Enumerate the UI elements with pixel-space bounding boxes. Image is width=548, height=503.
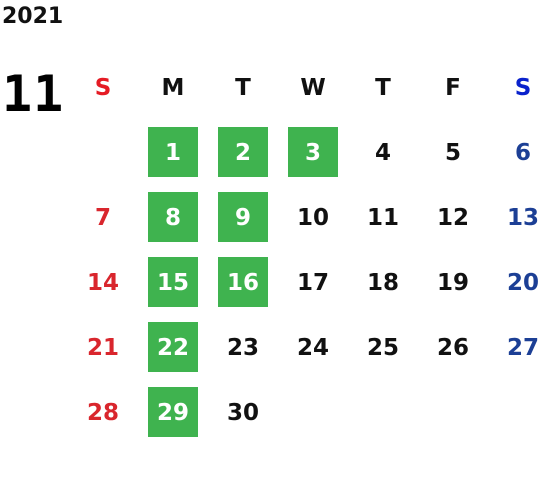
day-cell: 3 xyxy=(278,120,348,185)
calendar-grid: S M T W T F S 1 2 3 4 5 6 7 8 9 10 11 12… xyxy=(68,55,548,445)
day-cell xyxy=(348,380,418,445)
calendar-month: 11 xyxy=(2,65,65,123)
day-cell: 29 xyxy=(138,380,208,445)
day-cell: 4 xyxy=(374,139,391,166)
day-cell: 17 xyxy=(296,269,329,296)
weekday-header-thu: T xyxy=(375,74,391,101)
weekday-header-wed: W xyxy=(300,74,326,101)
day-cell xyxy=(68,120,138,185)
day-cell: 2 xyxy=(208,120,278,185)
day-cell: 23 xyxy=(226,334,259,361)
day-cell: 24 xyxy=(296,334,329,361)
day-cell: 22 xyxy=(138,315,208,380)
day-cell: 10 xyxy=(296,204,329,231)
day-cell xyxy=(488,380,548,445)
day-cell: 1 xyxy=(138,120,208,185)
day-cell: 28 xyxy=(86,399,119,426)
day-cell: 15 xyxy=(138,250,208,315)
weekday-header-fri: F xyxy=(445,74,461,101)
weekday-header-sun: S xyxy=(94,74,112,101)
day-cell: 14 xyxy=(86,269,119,296)
day-cell: 5 xyxy=(444,139,461,166)
day-cell xyxy=(418,380,488,445)
day-cell: 26 xyxy=(436,334,469,361)
day-cell: 19 xyxy=(436,269,469,296)
day-cell: 27 xyxy=(506,334,539,361)
weekday-header-sat: S xyxy=(514,74,532,101)
day-cell: 7 xyxy=(94,204,111,231)
day-cell: 20 xyxy=(506,269,539,296)
day-cell: 25 xyxy=(366,334,399,361)
day-cell: 16 xyxy=(208,250,278,315)
day-cell: 6 xyxy=(514,139,531,166)
day-cell: 9 xyxy=(208,185,278,250)
day-cell: 12 xyxy=(436,204,469,231)
weekday-header-mon: M xyxy=(161,74,185,101)
day-cell: 8 xyxy=(138,185,208,250)
day-cell: 30 xyxy=(226,399,259,426)
day-cell: 13 xyxy=(506,204,539,231)
day-cell: 18 xyxy=(366,269,399,296)
day-cell: 11 xyxy=(366,204,399,231)
weekday-header-tue: T xyxy=(235,74,251,101)
day-cell: 21 xyxy=(86,334,119,361)
day-cell xyxy=(278,380,348,445)
calendar-year: 2021 xyxy=(2,4,64,29)
